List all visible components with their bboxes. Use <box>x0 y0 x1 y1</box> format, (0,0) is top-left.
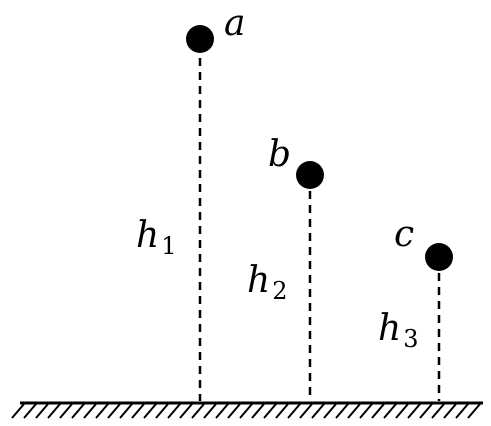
hatch-stroke <box>443 403 457 419</box>
height-h2-symbol: h <box>247 260 270 301</box>
hatch-stroke <box>383 403 397 419</box>
hatch-stroke <box>215 403 229 419</box>
height-h2-subscript: 2 <box>272 277 287 305</box>
hatch-stroke <box>47 403 61 419</box>
hatch-stroke <box>263 403 277 419</box>
ground <box>11 401 483 419</box>
hatch-stroke <box>407 403 421 419</box>
height-label-h2: h2 <box>247 260 287 305</box>
hatch-stroke <box>359 403 373 419</box>
ball-a-group: a h1 <box>136 3 245 401</box>
ball-c <box>425 243 453 271</box>
ball-a-label: a <box>224 3 245 44</box>
height-h3-subscript: 3 <box>403 325 418 353</box>
ball-c-group: c h3 <box>378 214 453 401</box>
hatch-stroke <box>395 403 409 419</box>
hatch-stroke <box>35 403 49 419</box>
hatch-stroke <box>167 403 181 419</box>
hatch-stroke <box>287 403 301 419</box>
hatch-stroke <box>467 403 481 419</box>
hatch-stroke <box>335 403 349 419</box>
hatch-stroke <box>251 403 265 419</box>
hatch-stroke <box>299 403 313 419</box>
hatch-stroke <box>239 403 253 419</box>
hatch-stroke <box>155 403 169 419</box>
hatch-stroke <box>203 403 217 419</box>
hatch-stroke <box>419 403 433 419</box>
hatch-stroke <box>107 403 121 419</box>
hatch-stroke <box>119 403 133 419</box>
hatch-stroke <box>143 403 157 419</box>
hatch-stroke <box>131 403 145 419</box>
ground-hatching <box>11 403 481 419</box>
hatch-stroke <box>455 403 469 419</box>
height-h3-symbol: h <box>378 308 401 349</box>
ball-a <box>186 25 214 53</box>
hatch-stroke <box>71 403 85 419</box>
hatch-stroke <box>23 403 37 419</box>
hatch-stroke <box>11 403 25 419</box>
hatch-stroke <box>227 403 241 419</box>
ball-c-label: c <box>394 214 414 255</box>
hatch-stroke <box>83 403 97 419</box>
hatch-stroke <box>371 403 385 419</box>
hatch-stroke <box>59 403 73 419</box>
hatch-stroke <box>179 403 193 419</box>
hatch-stroke <box>347 403 361 419</box>
hatch-stroke <box>431 403 445 419</box>
ball-b-label: b <box>268 134 291 175</box>
hatch-stroke <box>95 403 109 419</box>
hatch-stroke <box>323 403 337 419</box>
height-label-h1: h1 <box>136 215 176 260</box>
height-h1-subscript: 1 <box>161 232 176 260</box>
hatch-stroke <box>275 403 289 419</box>
height-h1-symbol: h <box>136 215 159 256</box>
height-label-h3: h3 <box>378 308 418 353</box>
ball-b <box>296 161 324 189</box>
hatch-stroke <box>191 403 205 419</box>
hatch-stroke <box>311 403 325 419</box>
ball-b-group: b h2 <box>247 134 324 401</box>
